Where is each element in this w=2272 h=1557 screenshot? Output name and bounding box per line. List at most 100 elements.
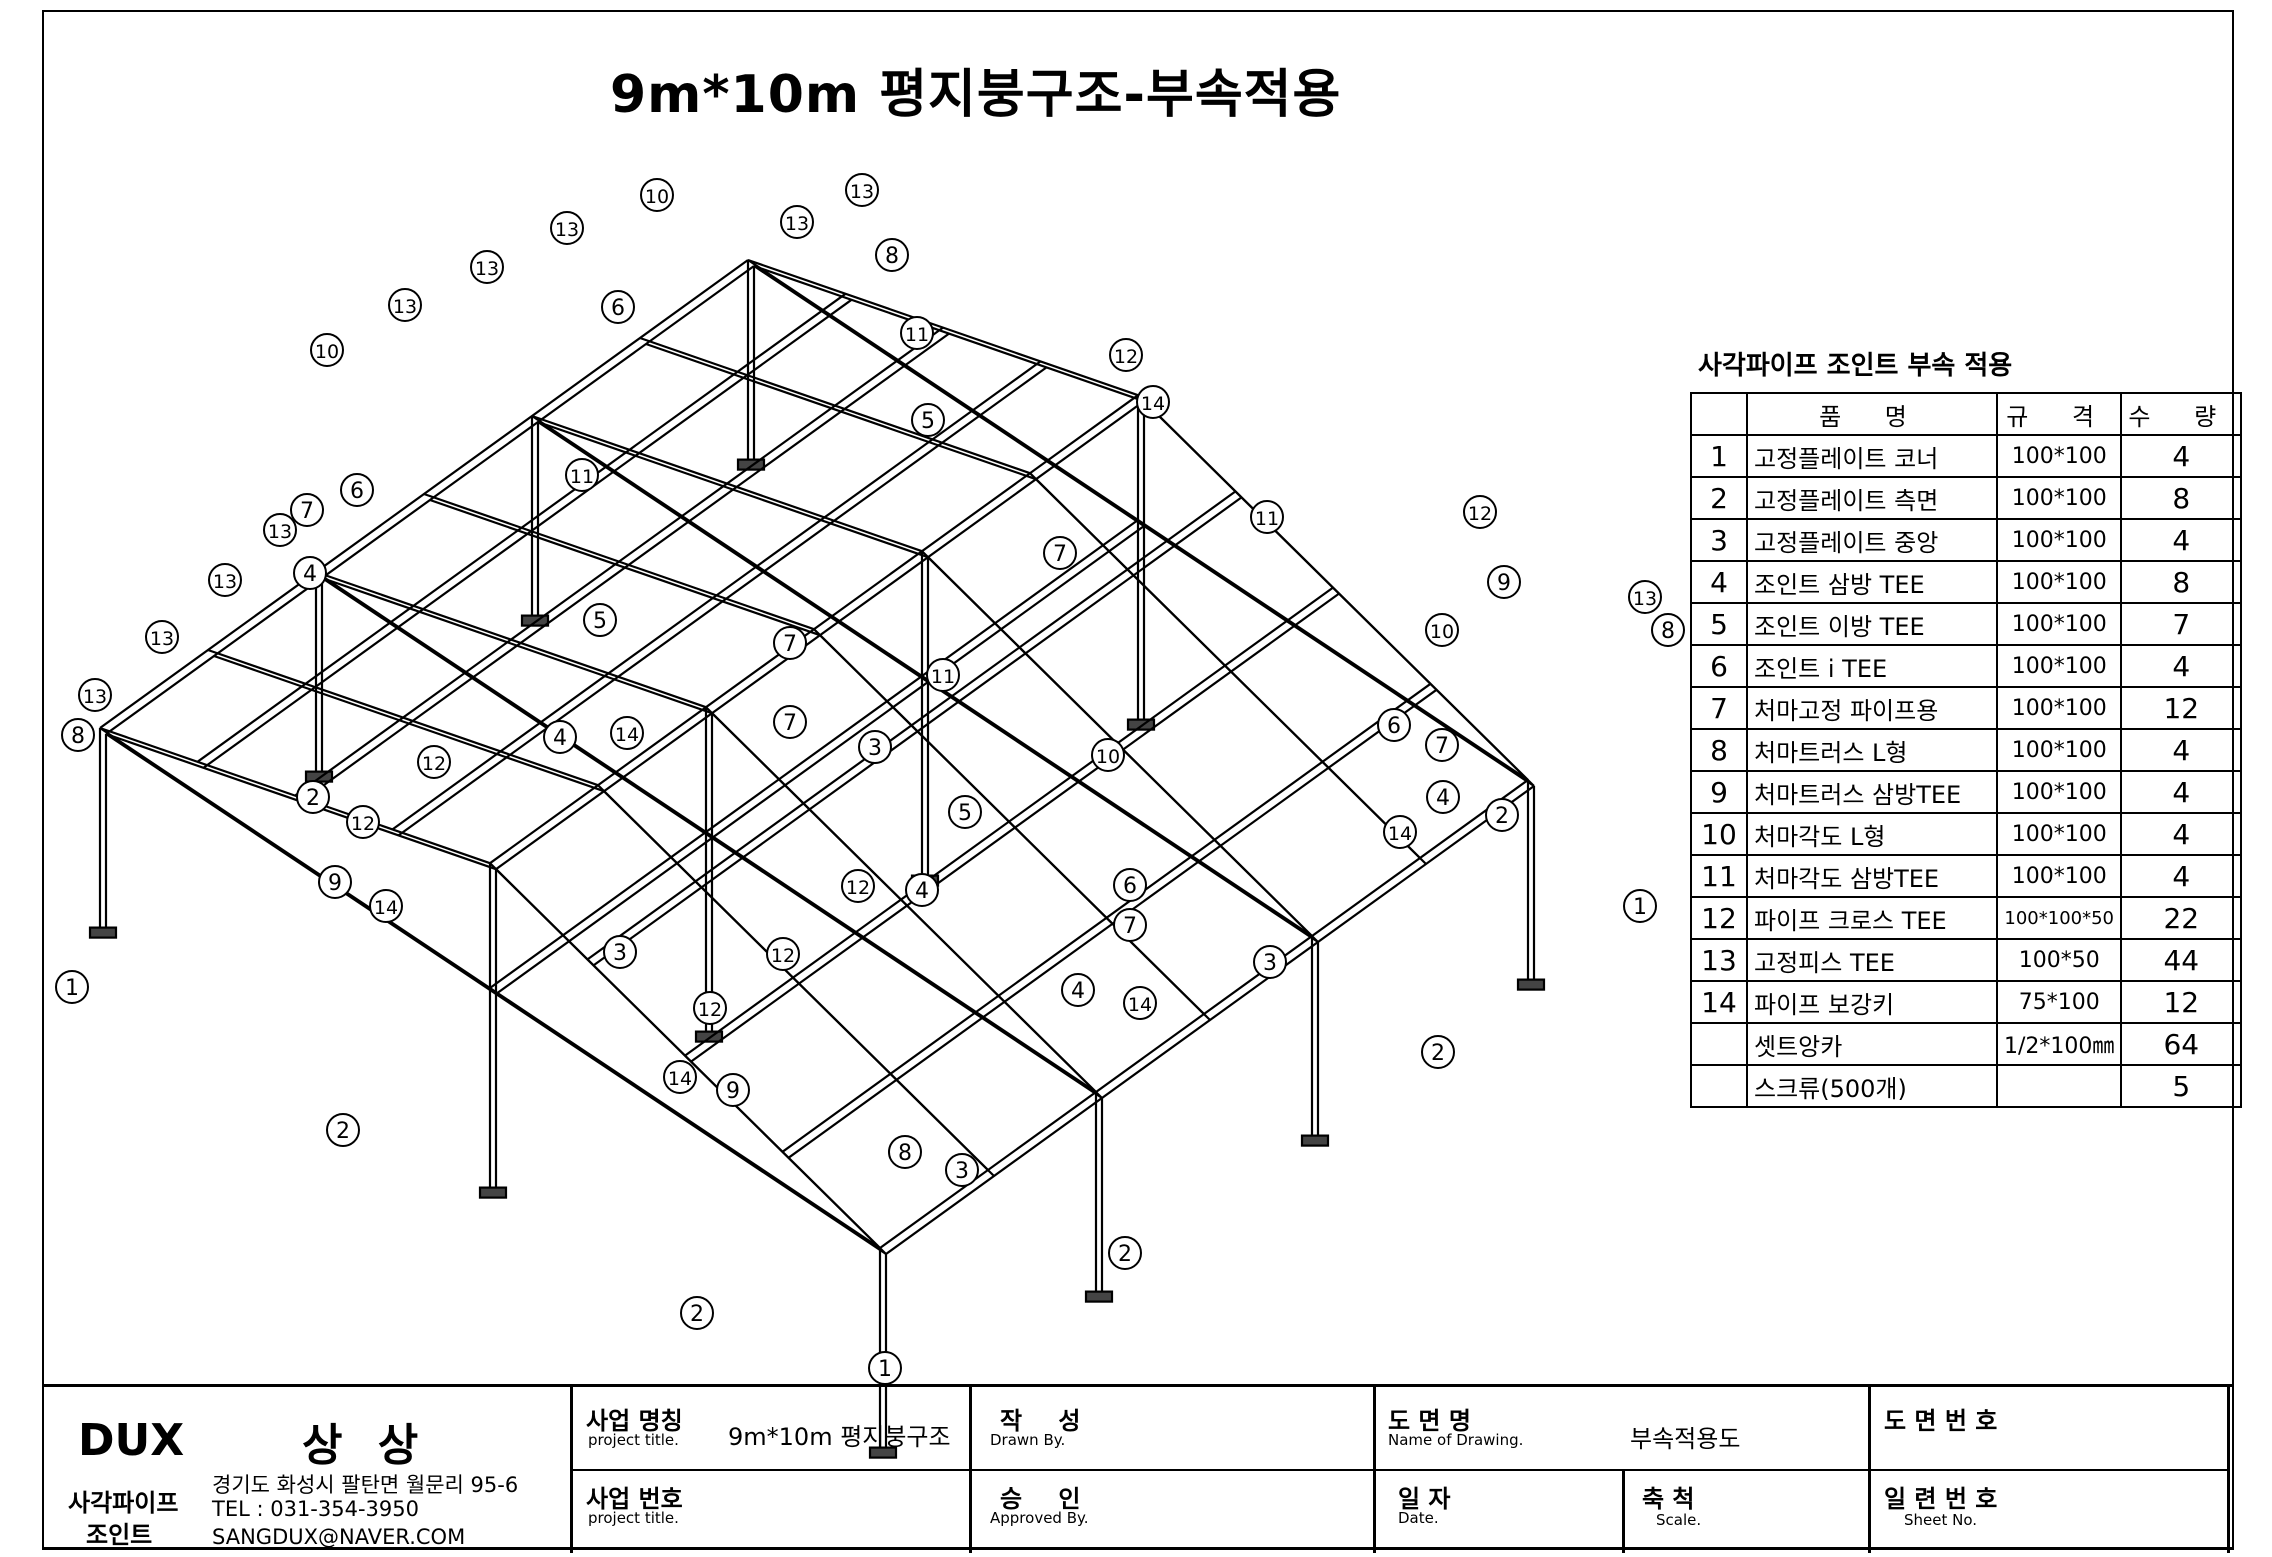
part-spec: 100*100*50 [1995, 896, 2123, 940]
sheet-no-label-en: Sheet No. [1904, 1511, 1978, 1529]
svg-text:2: 2 [1431, 1041, 1445, 1066]
svg-text:3: 3 [1263, 951, 1277, 976]
part-name: 고정플레이트 중앙 [1746, 518, 1998, 562]
company-email: SANGDUX@NAVER.COM [212, 1525, 466, 1549]
svg-text:6: 6 [350, 479, 364, 504]
svg-text:2: 2 [336, 1119, 350, 1144]
part-qty: 44 [2120, 938, 2243, 982]
svg-text:11: 11 [931, 666, 955, 688]
part-callout-13: 13 [845, 173, 879, 207]
part-callout-5: 5 [948, 795, 982, 829]
part-qty: 12 [2120, 980, 2243, 1024]
part-callout-1: 1 [868, 1351, 902, 1385]
part-name: 파이프 보강키 [1746, 980, 1998, 1024]
product-line-1: 사각파이프 [68, 1489, 179, 1517]
svg-text:13: 13 [555, 219, 579, 241]
parts-row: 스크류(500개) 5 [1690, 1064, 2243, 1108]
part-qty: 4 [2120, 770, 2243, 814]
frame-member [300, 332, 950, 803]
part-callout-2: 2 [1421, 1035, 1455, 1069]
svg-text:12: 12 [698, 999, 722, 1021]
part-name: 스크류(500개) [1746, 1064, 1998, 1108]
svg-text:3: 3 [613, 941, 627, 966]
part-callout-13: 13 [208, 563, 242, 597]
base-plate [1300, 1134, 1330, 1147]
part-callout-11: 11 [926, 658, 960, 692]
part-callout-6: 6 [1377, 708, 1411, 742]
svg-text:10: 10 [1430, 621, 1454, 643]
svg-text:4: 4 [1436, 786, 1450, 811]
part-callout-8: 8 [875, 238, 909, 272]
part-callout-3: 3 [858, 730, 892, 764]
header-name: 품 명 [1746, 392, 1998, 436]
part-callout-13: 13 [1628, 580, 1662, 614]
part-callout-4: 4 [1061, 973, 1095, 1007]
part-callout-14: 14 [1383, 815, 1417, 849]
part-spec: 100*100 [1995, 644, 2123, 688]
company-name: 상 상 [302, 1420, 429, 1471]
part-callout-5: 5 [583, 603, 617, 637]
svg-text:9: 9 [726, 1079, 740, 1104]
svg-text:13: 13 [393, 296, 417, 318]
svg-text:7: 7 [1123, 914, 1137, 939]
part-callout-13: 13 [263, 513, 297, 547]
svg-text:5: 5 [958, 801, 972, 826]
part-no: 4 [1690, 560, 1748, 604]
part-qty: 7 [2120, 602, 2243, 646]
svg-text:14: 14 [668, 1068, 692, 1090]
part-qty: 4 [2120, 644, 2243, 688]
svg-text:1: 1 [65, 976, 79, 1001]
part-callout-4: 4 [543, 720, 577, 754]
header-spec: 규 격 [1995, 392, 2123, 436]
part-callout-10: 10 [310, 333, 344, 367]
svg-text:13: 13 [785, 213, 809, 235]
svg-text:14: 14 [1141, 393, 1165, 415]
part-qty: 4 [2120, 728, 2243, 772]
drawing-name-label-en: Name of Drawing. [1388, 1431, 1524, 1449]
part-qty: 4 [2120, 434, 2243, 478]
part-callout-14: 14 [369, 889, 403, 923]
part-callout-7: 7 [1043, 536, 1077, 570]
part-spec: 100*100 [1995, 560, 2123, 604]
project-title-label-en: project title. [588, 1431, 679, 1449]
part-qty: 5 [2120, 1064, 2243, 1108]
part-callout-7: 7 [1425, 728, 1459, 762]
part-spec: 100*100 [1995, 770, 2123, 814]
svg-text:12: 12 [771, 945, 795, 967]
svg-text:8: 8 [1661, 619, 1675, 644]
frame-member [586, 490, 1237, 961]
svg-text:2: 2 [690, 1302, 704, 1327]
parts-table-caption: 사각파이프 조인트 부속 적용 [1698, 351, 2013, 381]
svg-text:1: 1 [878, 1357, 892, 1382]
base-plate [1126, 718, 1156, 731]
part-no: 14 [1690, 980, 1748, 1024]
part-spec: 100*100 [1995, 476, 2123, 520]
svg-text:8: 8 [71, 724, 85, 749]
part-spec: 100*100 [1995, 686, 2123, 730]
svg-text:13: 13 [475, 258, 499, 280]
svg-text:5: 5 [593, 609, 607, 634]
part-no: 10 [1690, 812, 1748, 856]
drawn-by-label-en: Drawn By. [990, 1431, 1066, 1449]
part-callout-13: 13 [78, 678, 112, 712]
drawing-name-label: 도 면 명 [1388, 1407, 1471, 1435]
svg-text:14: 14 [615, 724, 639, 746]
part-callout-2: 2 [1108, 1236, 1142, 1270]
svg-text:14: 14 [374, 897, 398, 919]
svg-text:13: 13 [1633, 588, 1657, 610]
part-qty: 8 [2120, 560, 2243, 604]
part-callout-9: 9 [1487, 565, 1521, 599]
company-address: 경기도 화성시 팔탄면 월문리 95-6 [212, 1473, 519, 1497]
title-block: DUX 상 상 사각파이프 조인트 경기도 화성시 팔탄면 월문리 95-6 T… [42, 1384, 2234, 1553]
part-no: 11 [1690, 854, 1748, 898]
svg-text:4: 4 [303, 562, 317, 587]
